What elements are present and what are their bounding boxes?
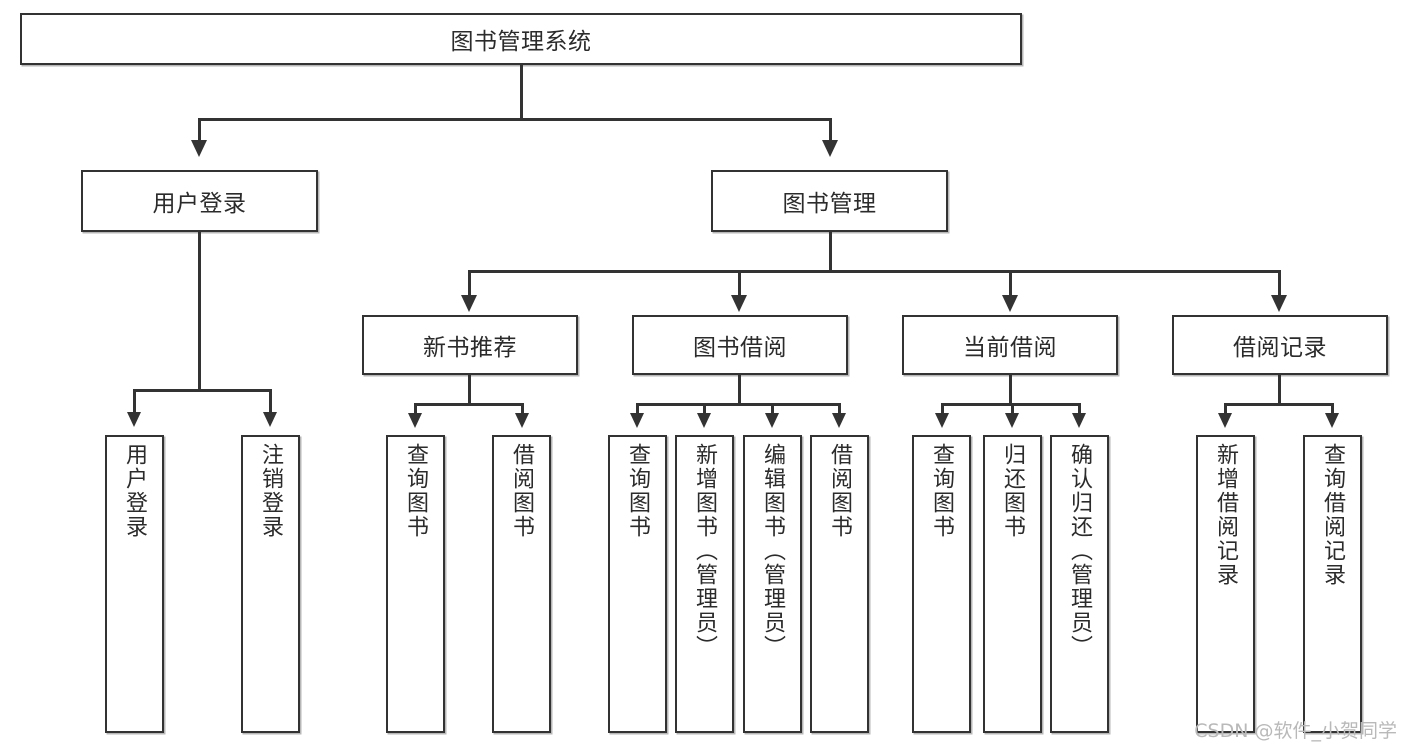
connector-to-new-book-recommend (468, 270, 471, 296)
arrowhead-leaf-logout (263, 412, 277, 427)
connector-new-book-stem (468, 375, 471, 405)
leaf-user-login[interactable]: 用户登录 (105, 435, 164, 733)
connector-new-book-leaf1 (414, 403, 417, 415)
node-label: 新增图书（管理员） (692, 443, 718, 659)
connector-user-login-leaf2 (269, 389, 272, 413)
arrowhead-leaf-return-book (1005, 413, 1019, 428)
connector-borrow-record-leaf1 (1224, 403, 1227, 415)
node-label: 用户登录 (152, 191, 247, 217)
node-label: 图书借阅 (693, 335, 787, 361)
node-label: 查询图书 (625, 443, 651, 539)
leaf-add-record[interactable]: 新增借阅记录 (1196, 435, 1255, 733)
node-user-login[interactable]: 用户登录 (81, 170, 318, 232)
node-label: 查询图书 (403, 443, 429, 539)
connector-user-login-leaf1 (133, 389, 136, 413)
node-label: 确认归还（管理员） (1067, 443, 1093, 659)
leaf-confirm-return[interactable]: 确认归还（管理员） (1050, 435, 1109, 733)
connector-to-borrow-record (1278, 270, 1281, 296)
node-book-borrow[interactable]: 图书借阅 (632, 315, 848, 375)
connector-borrow-record-stem (1278, 375, 1281, 405)
connector-borrow-record-leaf2 (1331, 403, 1334, 415)
node-label: 新书推荐 (423, 335, 517, 361)
connector-to-user-login (198, 118, 201, 142)
connector-to-book-management (829, 118, 832, 142)
connector-book-management-stem (829, 232, 832, 272)
node-root-system[interactable]: 图书管理系统 (20, 13, 1022, 65)
node-label: 新增借阅记录 (1213, 443, 1239, 587)
node-label: 编辑图书（管理员） (760, 443, 786, 659)
node-label: 查询借阅记录 (1320, 443, 1346, 587)
arrowhead-borrow-record (1271, 295, 1287, 312)
connector-user-login-stem (198, 232, 201, 391)
node-label: 借阅图书 (827, 443, 853, 539)
leaf-query-record[interactable]: 查询借阅记录 (1303, 435, 1362, 733)
node-label: 查询图书 (929, 443, 955, 539)
connector-new-book-bar (414, 403, 524, 406)
leaf-return-book[interactable]: 归还图书 (983, 435, 1042, 733)
node-label: 注销登录 (258, 443, 284, 539)
connector-to-book-borrow (738, 270, 741, 296)
node-new-book-recommend[interactable]: 新书推荐 (362, 315, 578, 375)
node-book-management[interactable]: 图书管理 (711, 170, 948, 232)
leaf-logout[interactable]: 注销登录 (241, 435, 300, 733)
connector-book-borrow-leaf2 (703, 403, 706, 415)
leaf-add-book[interactable]: 新增图书（管理员） (675, 435, 734, 733)
connector-book-borrow-leaf3 (771, 403, 774, 415)
arrowhead-current-borrow (1002, 295, 1018, 312)
connector-current-borrow-leaf3 (1078, 403, 1081, 415)
arrowhead-leaf-confirm-return (1072, 413, 1086, 428)
connector-book-borrow-stem (738, 375, 741, 405)
node-label: 归还图书 (1000, 443, 1026, 539)
arrowhead-new-book-recommend (461, 295, 477, 312)
node-label: 借阅图书 (509, 443, 535, 539)
arrowhead-leaf-user-login (127, 412, 141, 427)
arrowhead-leaf-edit-book (765, 413, 779, 428)
arrowhead-leaf-query-record (1325, 413, 1339, 428)
connector-book-borrow-leaf4 (838, 403, 841, 415)
node-label: 图书管理 (782, 191, 877, 217)
arrowhead-leaf-query-book-3 (935, 413, 949, 428)
connector-new-book-leaf2 (521, 403, 524, 415)
connector-user-login-bar (133, 389, 271, 392)
node-borrow-record[interactable]: 借阅记录 (1172, 315, 1388, 375)
node-label: 图书管理系统 (450, 29, 592, 55)
connector-level3-bar (468, 270, 1280, 273)
connector-current-borrow-leaf1 (941, 403, 944, 415)
connector-book-borrow-leaf1 (636, 403, 639, 415)
arrowhead-leaf-borrow-book-1 (515, 413, 529, 428)
connector-current-borrow-leaf2 (1011, 403, 1014, 415)
connector-borrow-record-bar (1224, 403, 1334, 406)
connector-current-borrow-bar (941, 403, 1079, 406)
leaf-query-book-3[interactable]: 查询图书 (912, 435, 971, 733)
arrowhead-leaf-add-record (1218, 413, 1232, 428)
leaf-borrow-book-1[interactable]: 借阅图书 (492, 435, 551, 733)
connector-level2-bar (198, 118, 832, 121)
leaf-edit-book[interactable]: 编辑图书（管理员） (743, 435, 802, 733)
leaf-query-book-2[interactable]: 查询图书 (608, 435, 667, 733)
leaf-borrow-book-2[interactable]: 借阅图书 (810, 435, 869, 733)
leaf-query-book-1[interactable]: 查询图书 (386, 435, 445, 733)
arrowhead-leaf-borrow-book-2 (832, 413, 846, 428)
arrowhead-leaf-query-book-2 (630, 413, 644, 428)
node-current-borrow[interactable]: 当前借阅 (902, 315, 1118, 375)
arrowhead-book-management (822, 140, 838, 157)
connector-current-borrow-stem (1009, 375, 1012, 405)
arrowhead-user-login (191, 140, 207, 157)
connector-root-stem (520, 65, 523, 118)
arrowhead-leaf-query-book-1 (408, 413, 422, 428)
arrowhead-book-borrow (731, 295, 747, 312)
node-label: 用户登录 (122, 443, 148, 539)
node-label: 当前借阅 (963, 335, 1057, 361)
connector-book-borrow-bar (636, 403, 840, 406)
connector-to-current-borrow (1009, 270, 1012, 296)
arrowhead-leaf-add-book (697, 413, 711, 428)
node-label: 借阅记录 (1233, 335, 1327, 361)
